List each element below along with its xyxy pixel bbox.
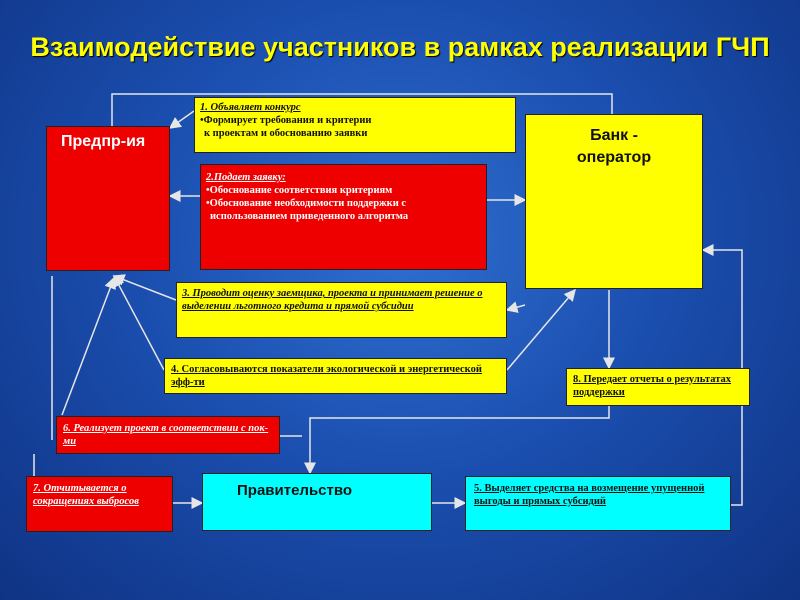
arrow-s4-to-bank — [506, 288, 576, 371]
step-5: 5. Выделяет средства на возмещение упуще… — [465, 476, 731, 531]
step-2-head: 2.Подает заявку: — [206, 172, 286, 183]
step-3: 3. Проводит оценку заемщика, проекта и п… — [176, 282, 507, 338]
bank-node: Банк - оператор — [525, 114, 703, 289]
step-6: 6. Реализует проект в соответствии с пок… — [56, 416, 280, 454]
step-1-head: 1. Объявляет конкурс — [200, 102, 301, 113]
step-8: 8. Передает отчеты о результатах поддерж… — [566, 368, 750, 406]
step-2-line-3: использованием приведенного алгоритма — [210, 211, 409, 222]
step-2: 2.Подает заявку: •Обоснование соответств… — [200, 164, 487, 270]
step-2-line-2: •Обоснование необходимости поддержки с — [206, 198, 407, 209]
arrow-s6-to-enterprise — [61, 276, 116, 416]
arrow-s4-to-enterprise — [113, 274, 165, 371]
step-1-line-2: к проектам и обоснованию заявки — [204, 128, 368, 139]
step-4: 4. Согласовываются показатели экологичес… — [164, 358, 507, 394]
arrow-s1-to-enterprise — [168, 110, 195, 129]
arrow-1-top-loop — [111, 93, 613, 126]
government-label: Правительство — [237, 482, 353, 499]
step-1: 1. Объявляет конкурс •Формирует требован… — [194, 97, 516, 153]
step-2-line-1: •Обоснование соответствия критериям — [206, 185, 393, 196]
government-node: Правительство — [202, 473, 432, 531]
arrow-s8-to-government — [304, 406, 610, 475]
arrow-s3-to-enterprise — [112, 274, 177, 301]
step-7: 7. Отчитывается о сокращениях выбросов — [26, 476, 173, 532]
enterprise-node: Предпр-ия — [46, 126, 170, 271]
bank-label: Банк - оператор — [576, 127, 652, 166]
arrow-bank-to-s3 — [505, 301, 526, 313]
page-title: Взаимодействие участников в рамках реали… — [30, 32, 770, 62]
enterprise-label: Предпр-ия — [61, 133, 146, 150]
step-1-line-1: •Формирует требования и критерии — [200, 115, 372, 126]
